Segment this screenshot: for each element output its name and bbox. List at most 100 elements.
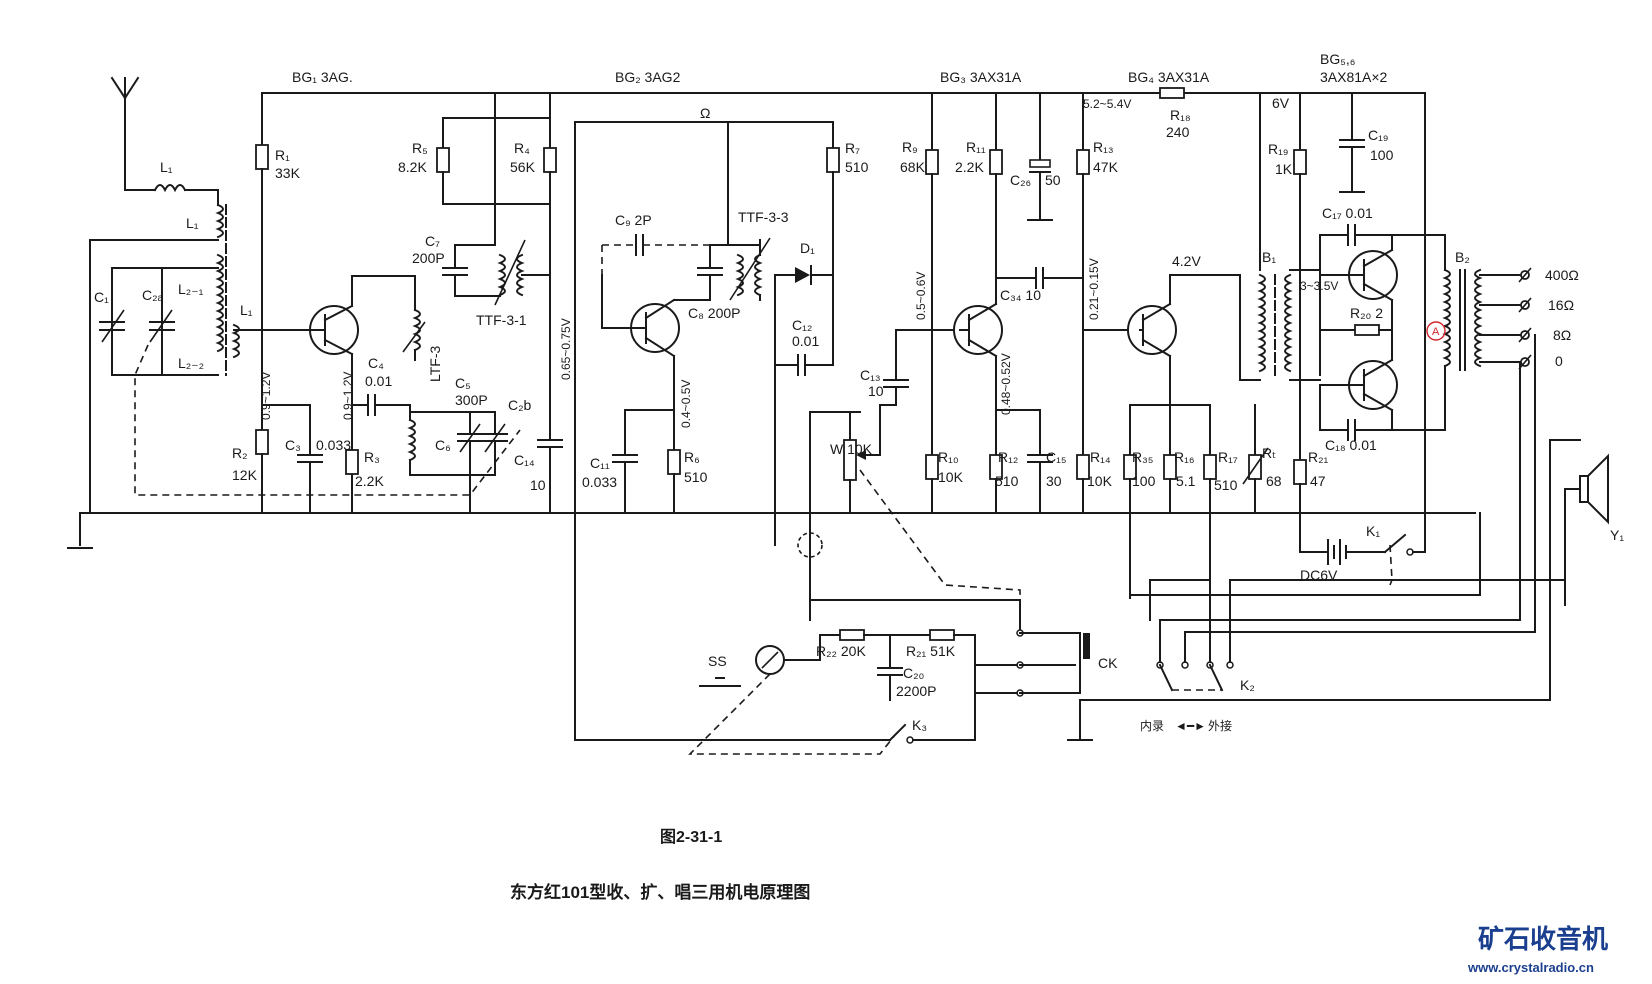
resistor-r19 (1293, 92, 1307, 456)
value-r18: 240 (1166, 124, 1190, 140)
emitter-network (1123, 404, 1269, 596)
capacitor-c8 (697, 244, 723, 301)
label-c20: C₂₀ (903, 665, 925, 681)
antenna-icon (110, 76, 140, 191)
voltage-bg3-emitter: 0.48~0.52V (999, 353, 1013, 415)
label-b1: B₁ (1262, 249, 1276, 265)
label-c2b: C₂b (508, 397, 532, 413)
resistor-r7 (826, 121, 840, 366)
label-r13: R₁₃ (1093, 139, 1114, 155)
label-r1: R₁ (275, 147, 290, 163)
label-r6: R₆ (684, 449, 700, 465)
value-c11: 0.033 (582, 474, 617, 490)
diode-d1 (774, 265, 834, 366)
tuning-capacitors (89, 239, 219, 514)
label-bg1: BG₁ 3AG. (292, 69, 353, 85)
volume-pot-w (774, 364, 897, 621)
coil-l1-antenna (124, 184, 224, 239)
value-r4: 56K (510, 159, 536, 175)
label-rt: Rₜ (1262, 445, 1276, 461)
transistor-bg1 (309, 275, 416, 514)
label-switch-out: 外接 (1208, 718, 1232, 733)
label-r11: R₁₁ (966, 139, 986, 155)
label-r5: R₅ (412, 140, 428, 156)
capacitor-c9 (601, 234, 710, 275)
capacitor-c18 (1319, 384, 1446, 441)
resistor-r10 (925, 454, 939, 514)
label-r18: R₁₈ (1170, 107, 1191, 123)
value-c7: 200P (412, 250, 445, 266)
driver-transformer-b1 (1239, 92, 1321, 381)
tank-c5-c6 (407, 404, 508, 514)
value-c13: 10 (868, 383, 884, 399)
voltage-bg4-supply: 5.2~5.4V (1083, 97, 1131, 111)
label-c7: C₇ (425, 233, 440, 249)
label-k2: K₂ (1240, 677, 1255, 693)
battery-dc6v (1299, 512, 1426, 565)
jack-ck (974, 629, 1093, 741)
value-c26: 50 (1045, 172, 1061, 188)
watermark-brand: 矿石收音机 (1478, 924, 1608, 954)
label-ttf33: TTF-3-3 (738, 209, 789, 225)
label-bg2: BG₂ 3AG2 (615, 69, 681, 85)
value-r35: 100 (1132, 473, 1156, 489)
label-d1: D₁ (800, 240, 815, 256)
value-r10: 10K (938, 469, 964, 485)
value-r1: 33K (275, 165, 301, 181)
value-r9: 68K (900, 159, 926, 175)
label-l2-2: L₂₋₂ (178, 355, 204, 371)
voltage-bg2-emitter: 0.4~0.5V (679, 380, 693, 428)
voltage-bg3-base: 0.5~0.6V (914, 272, 928, 320)
label-c2a: C₂ₐ (142, 287, 164, 303)
label-c14: C₁₄ (514, 452, 535, 468)
label-c11: C₁₁ (590, 455, 610, 471)
label-r3: R₃ (364, 449, 380, 465)
coil-l2 (215, 253, 224, 353)
resistor-r13 (1076, 92, 1141, 456)
resistor-r5 (436, 117, 551, 205)
mark-a-circle (1426, 321, 1446, 341)
voltage-bg4-base: 0.21~0.15V (1087, 258, 1101, 320)
label-r19: R₁₉ (1268, 141, 1288, 157)
transistor-bg2 (601, 274, 711, 411)
label-r4: R₄ (514, 140, 530, 156)
label-c4: C₄ (368, 355, 384, 371)
value-r5: 8.2K (398, 159, 427, 175)
label-r17: R₁₇ (1218, 449, 1238, 465)
label-c3: C₃ (285, 437, 301, 453)
transformer-ttf33 (709, 121, 771, 301)
label-c19: C₁₉ (1368, 127, 1388, 143)
resistor-r18 (1159, 87, 1185, 99)
label-bg56: BG₅,₆ (1320, 51, 1355, 67)
output-taps (1479, 267, 1532, 370)
label-ss: SS (708, 653, 727, 669)
resistor-r11 (989, 92, 1003, 279)
label-c9: C₉ 2P (615, 212, 652, 228)
label-r14: R₁₄ (1090, 449, 1111, 465)
label-r7: R₇ (845, 140, 860, 156)
figure-number: 图2-31-1 (660, 828, 722, 846)
resistor-r6 (667, 409, 681, 514)
resistor-r21 (1293, 454, 1307, 514)
value-c20: 2200P (896, 683, 936, 699)
figure-title: 东方红101型收、扩、唱三用机电原理图 (510, 882, 810, 902)
resistor-r14 (1076, 454, 1090, 514)
value-c4: 0.01 (365, 373, 392, 389)
capacitor-c3 (297, 404, 323, 514)
transistor-bg4 (1127, 274, 1241, 406)
label-bg56-type: 3AX81A×2 (1320, 69, 1388, 85)
label-c15: C₁₅ (1046, 449, 1066, 465)
label-ltf3: LTF-3 (427, 345, 443, 382)
label-c34: C₃₄ 10 (1000, 287, 1041, 303)
label-r20: R₂₀ 2 (1350, 305, 1383, 321)
capacitor-c4 (351, 394, 411, 416)
value-r7: 510 (845, 159, 869, 175)
value-r19: 1K (1275, 161, 1293, 177)
transistor-bg5 (1319, 234, 1398, 311)
output-transformer-b2 (1391, 92, 1483, 551)
value-c5: 300P (455, 392, 488, 408)
label-switch-arrow: ◄━► (1175, 719, 1206, 733)
label-r21: R₂₁ (1308, 449, 1329, 465)
transistor-bg3 (953, 277, 1003, 411)
value-r12: 510 (995, 473, 1019, 489)
